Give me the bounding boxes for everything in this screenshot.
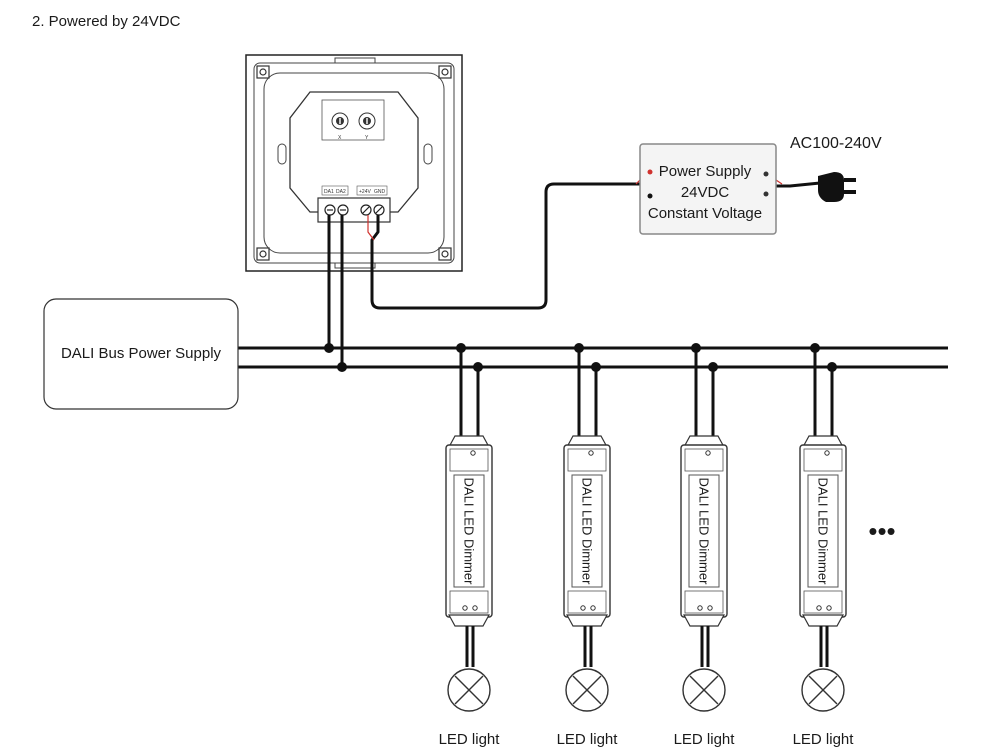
- ac-input-label: AC100-240V: [790, 135, 882, 152]
- dimmer-label: DALI LED Dimmer: [462, 478, 477, 586]
- led-light-icon: [565, 668, 609, 712]
- rotary-switch-y: [358, 112, 376, 130]
- dimmer-label: DALI LED Dimmer: [816, 478, 831, 586]
- terminal-label-24v: +24V: [359, 189, 371, 195]
- continuation-dots: •••: [868, 516, 895, 546]
- dimmer-label: DALI LED Dimmer: [580, 478, 595, 586]
- ac-plug-icon: [818, 172, 856, 202]
- wall-panel: X Y DA1 DA2 +24V GND: [245, 54, 463, 272]
- panel-inner-frame: [253, 62, 455, 264]
- power-supply-box: [639, 143, 777, 235]
- dimmer-label: DALI LED Dimmer: [697, 478, 712, 586]
- terminal-label-gnd: GND: [374, 189, 386, 195]
- knob-label-y: Y: [365, 135, 369, 141]
- terminal-label-da2: DA2: [336, 189, 346, 195]
- panel-keyholes: [277, 143, 433, 165]
- led-light-icon: [447, 668, 491, 712]
- dali-bus-power-supply-box: [43, 298, 239, 410]
- led-light-label: LED light: [793, 731, 855, 748]
- dali-bus-power-supply-label: DALI Bus Power Supply: [61, 345, 222, 362]
- power-supply-24vdc: Power Supply 24VDC Constant Voltage: [639, 143, 777, 235]
- terminal-label-da1: DA1: [324, 189, 334, 195]
- rotary-switch-x: [331, 112, 349, 130]
- controller-module: [289, 91, 419, 213]
- panel-corner-screws: [256, 65, 452, 261]
- power-supply-title: Power Supply: [659, 163, 752, 180]
- knob-label-x: X: [338, 135, 342, 141]
- power-supply-voltage: 24VDC: [681, 184, 730, 201]
- diagram-title: 2. Powered by 24VDC: [32, 13, 181, 30]
- led-light-label: LED light: [439, 731, 501, 748]
- power-supply-type: Constant Voltage: [648, 205, 762, 222]
- led-light-label: LED light: [674, 731, 736, 748]
- panel-back-box: [263, 72, 445, 254]
- power-feed-wire: [370, 182, 648, 310]
- led-light-icon: [801, 668, 845, 712]
- dali-bus-power-supply: DALI Bus Power Supply: [43, 298, 239, 410]
- led-light-icon: [682, 668, 726, 712]
- led-light-label: LED light: [557, 731, 619, 748]
